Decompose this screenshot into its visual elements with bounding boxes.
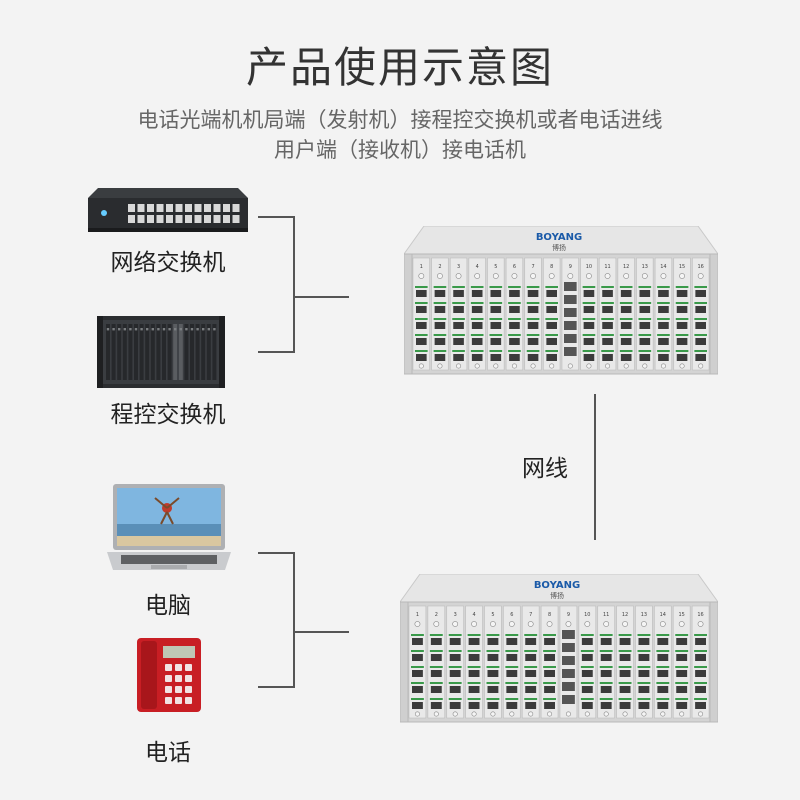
svg-text:10: 10 [584, 612, 590, 618]
subtitle-line-1: 电话光端机机局端（发射机）接程控交换机或者电话进线 [137, 108, 663, 132]
pbx-switch-image [97, 316, 225, 388]
subtitle-line-2: 用户端（接收机）接电话机 [274, 138, 526, 162]
svg-text:15: 15 [679, 264, 685, 270]
telephone-label: 电话 [145, 740, 191, 766]
pbx-switch-label: 程控交换机 [110, 402, 226, 428]
connector-line [258, 552, 294, 554]
network-cable-line [594, 394, 596, 540]
svg-text:16: 16 [697, 612, 703, 618]
svg-text:1: 1 [416, 612, 419, 618]
connector-line [258, 686, 294, 688]
network-switch-image [88, 188, 248, 234]
connector-line [293, 216, 295, 353]
svg-text:7: 7 [529, 612, 532, 618]
svg-text:14: 14 [660, 264, 666, 270]
svg-text:8: 8 [548, 612, 551, 618]
svg-text:11: 11 [603, 612, 609, 618]
connector-line [258, 216, 294, 218]
svg-text:8: 8 [550, 264, 553, 270]
svg-text:博扬: 博扬 [550, 591, 564, 600]
connector-line [293, 631, 349, 633]
svg-text:14: 14 [660, 612, 666, 618]
svg-text:博扬: 博扬 [552, 243, 566, 252]
connector-line [293, 296, 349, 298]
svg-text:16: 16 [698, 264, 704, 270]
svg-text:15: 15 [679, 612, 685, 618]
svg-text:BOYANG: BOYANG [534, 580, 580, 591]
svg-text:1: 1 [420, 264, 423, 270]
svg-text:7: 7 [531, 264, 534, 270]
svg-text:12: 12 [622, 612, 628, 618]
network-switch-label: 网络交换机 [110, 250, 226, 276]
connector-line [258, 351, 294, 353]
svg-text:5: 5 [491, 612, 494, 618]
laptop-image [107, 484, 231, 574]
svg-text:4: 4 [476, 264, 479, 270]
svg-text:10: 10 [586, 264, 592, 270]
svg-text:2: 2 [435, 612, 438, 618]
svg-text:2: 2 [438, 264, 441, 270]
svg-text:3: 3 [454, 612, 457, 618]
network-cable-label: 网线 [522, 456, 568, 482]
svg-text:6: 6 [510, 612, 513, 618]
page-title: 产品使用示意图 [245, 43, 554, 92]
svg-text:5: 5 [494, 264, 497, 270]
svg-text:4: 4 [472, 612, 475, 618]
svg-text:11: 11 [604, 264, 610, 270]
svg-text:13: 13 [641, 612, 647, 618]
svg-text:BOYANG: BOYANG [536, 232, 582, 243]
svg-text:13: 13 [642, 264, 648, 270]
connector-line [293, 552, 295, 688]
svg-text:9: 9 [567, 612, 570, 618]
svg-text:12: 12 [623, 264, 629, 270]
svg-text:9: 9 [569, 264, 572, 270]
svg-text:6: 6 [513, 264, 516, 270]
svg-text:3: 3 [457, 264, 460, 270]
laptop-label: 电脑 [145, 593, 191, 619]
telephone-image [137, 638, 201, 712]
